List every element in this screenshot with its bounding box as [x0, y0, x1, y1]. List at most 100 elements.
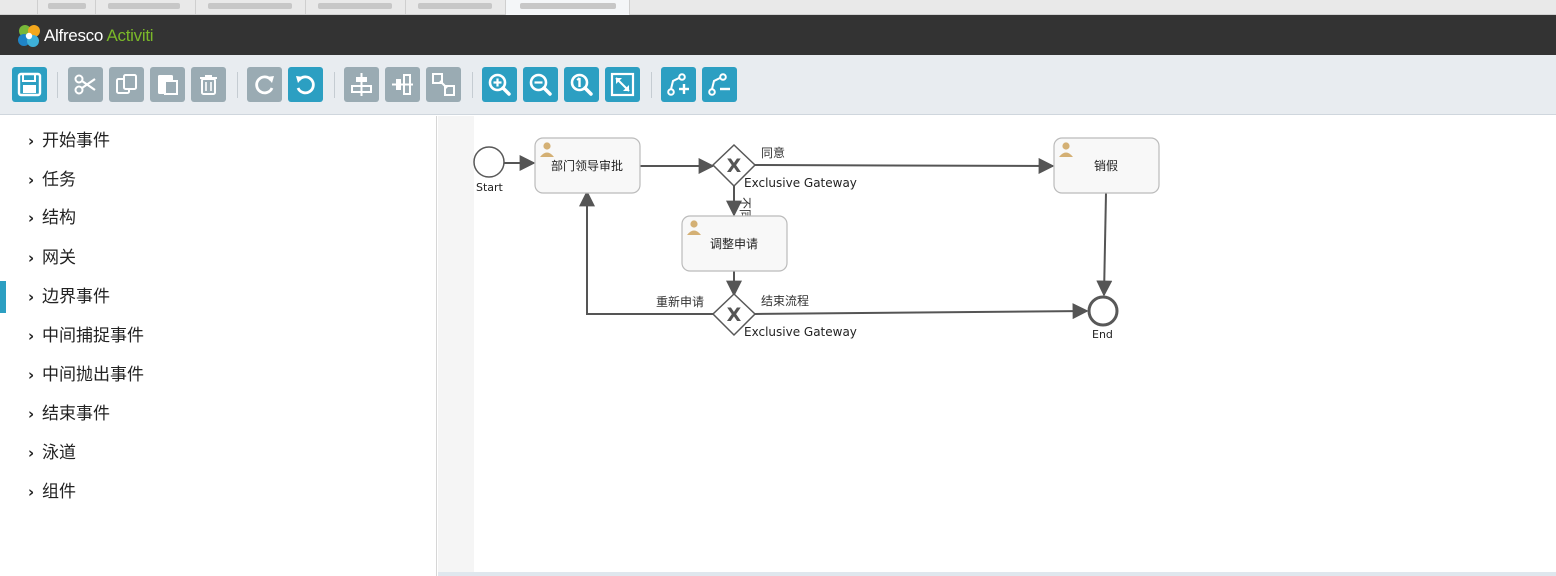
- same-size-icon: [432, 73, 455, 96]
- palette-item-start-events[interactable]: › 开始事件: [28, 130, 110, 152]
- palette-item-label: 中间抛出事件: [42, 365, 144, 385]
- process-diagram: 同意 不同意 重新申请 结束流程 Start 部门领导审批 X Exclusiv…: [473, 137, 1160, 341]
- palette-item-label: 任务: [42, 170, 76, 190]
- palette-item-label: 边界事件: [42, 287, 110, 307]
- chevron-right-icon: ›: [28, 483, 35, 501]
- task-label: 销假: [1094, 159, 1118, 173]
- exclusive-gateway-2[interactable]: X: [711, 292, 757, 337]
- align-vertical-button[interactable]: [385, 67, 420, 102]
- palette-item-artifacts[interactable]: › 组件: [28, 481, 76, 503]
- toolbar-separator: [472, 72, 473, 98]
- user-icon: [1059, 142, 1073, 157]
- tab-2[interactable]: [96, 0, 196, 15]
- align-vertical-icon: [392, 74, 413, 95]
- copy-button[interactable]: [109, 67, 144, 102]
- sequence-flow-finish[interactable]: [754, 303, 1089, 320]
- palette-item-label: 中间捕捉事件: [42, 326, 144, 346]
- add-bendpoint-icon: [667, 73, 689, 96]
- zoom-in-button[interactable]: [482, 67, 517, 102]
- undo-icon: [296, 75, 315, 95]
- palette-item-intermediate-throw-events[interactable]: › 中间抛出事件: [28, 364, 144, 386]
- paste-button[interactable]: [150, 67, 185, 102]
- app-header: Alfresco Activiti: [0, 15, 1556, 55]
- zoom-out-icon: [529, 73, 552, 96]
- tab-3[interactable]: [196, 0, 306, 15]
- exclusive-gateway-1[interactable]: X: [711, 143, 757, 188]
- paste-icon: [158, 75, 178, 95]
- tab-5[interactable]: [406, 0, 506, 15]
- diagram-canvas[interactable]: [474, 116, 1556, 572]
- palette-item-gateways[interactable]: › 网关: [28, 247, 76, 269]
- palette-item-intermediate-catch-events[interactable]: › 中间捕捉事件: [28, 325, 144, 347]
- toolbar-separator: [237, 72, 238, 98]
- toolbar-separator: [651, 72, 652, 98]
- copy-icon: [116, 74, 137, 94]
- user-icon: [687, 220, 701, 235]
- brand-sub: Activiti: [106, 26, 154, 45]
- palette-item-boundary-events[interactable]: › 边界事件: [28, 286, 110, 308]
- trash-icon: [200, 75, 217, 95]
- brand-main: Alfresco: [44, 26, 104, 45]
- zoom-actual-button[interactable]: [564, 67, 599, 102]
- start-event[interactable]: [473, 146, 505, 178]
- chevron-right-icon: ›: [28, 132, 35, 150]
- brand-title: Alfresco Activiti: [44, 26, 154, 46]
- align-horizontal-icon: [351, 73, 372, 96]
- palette-item-structures[interactable]: ›结构: [28, 207, 76, 229]
- add-bendpoint-button[interactable]: [661, 67, 696, 102]
- chevron-right-icon: ›: [28, 249, 35, 267]
- same-size-button[interactable]: [426, 67, 461, 102]
- chevron-right-icon: ›: [28, 209, 35, 227]
- save-button[interactable]: [12, 67, 47, 102]
- start-event-label: Start: [476, 181, 504, 194]
- chevron-right-icon: ›: [28, 366, 35, 384]
- gateway-2-label: Exclusive Gateway: [744, 325, 857, 339]
- scissors-icon: [74, 74, 96, 95]
- chevron-right-icon: ›: [28, 171, 35, 189]
- end-event[interactable]: [1087, 295, 1119, 327]
- user-task-cancel-leave[interactable]: 销假: [1053, 137, 1160, 194]
- undo-button[interactable]: [288, 67, 323, 102]
- palette-item-label: 开始事件: [42, 131, 110, 151]
- flow-label-agree: 同意: [761, 145, 785, 160]
- palette-item-end-events[interactable]: › 结束事件: [28, 403, 110, 425]
- palette-item-swimlanes[interactable]: ›泳道: [28, 442, 76, 464]
- redo-button[interactable]: [247, 67, 282, 102]
- gateway-1-label: Exclusive Gateway: [744, 176, 857, 190]
- shape-palette: ›开始事件 ›任务 ›结构 ›网关 ›边界事件 ›中间捕捉事件 ›中间抛出事件 …: [0, 116, 437, 576]
- palette-item-tasks[interactable]: › 任务: [28, 169, 76, 191]
- palette-item-label: 结束事件: [42, 404, 110, 424]
- cut-button[interactable]: [68, 67, 103, 102]
- tab-active[interactable]: [506, 0, 630, 15]
- user-icon: [540, 142, 554, 157]
- tab-4[interactable]: [306, 0, 406, 15]
- palette-collapse-handle[interactable]: [0, 281, 6, 313]
- end-event-label: End: [1092, 328, 1113, 341]
- palette-item-label: 网关: [42, 248, 76, 268]
- palette-item-label: 组件: [42, 482, 76, 502]
- chevron-right-icon: ›: [28, 405, 35, 423]
- alfresco-logo-icon: [18, 25, 40, 47]
- sequence-flow-agree[interactable]: [753, 157, 1055, 174]
- zoom-actual-icon: [570, 73, 593, 96]
- chevron-right-icon: ›: [28, 288, 35, 306]
- floppy-disk-icon: [17, 72, 42, 97]
- zoom-in-icon: [488, 73, 511, 96]
- align-horizontal-button[interactable]: [344, 67, 379, 102]
- chevron-right-icon: ›: [28, 327, 35, 345]
- user-task-approve[interactable]: 部门领导审批: [534, 137, 641, 194]
- sequence-flow-cancel-to-end[interactable]: [1096, 192, 1113, 297]
- zoom-fit-button[interactable]: [605, 67, 640, 102]
- zoom-out-button[interactable]: [523, 67, 558, 102]
- tab-1[interactable]: [38, 0, 96, 15]
- flow-label-finish: 结束流程: [761, 293, 809, 308]
- chevron-right-icon: ›: [28, 444, 35, 462]
- user-task-adjust[interactable]: 调整申请: [681, 215, 788, 272]
- delete-button[interactable]: [191, 67, 226, 102]
- remove-bendpoint-button[interactable]: [702, 67, 737, 102]
- tab-home[interactable]: [0, 0, 38, 15]
- sequence-flow-reapply[interactable]: [579, 190, 713, 315]
- toolbar-separator: [57, 72, 58, 98]
- task-label: 调整申请: [710, 236, 758, 251]
- horizontal-scrollbar[interactable]: [438, 572, 1556, 576]
